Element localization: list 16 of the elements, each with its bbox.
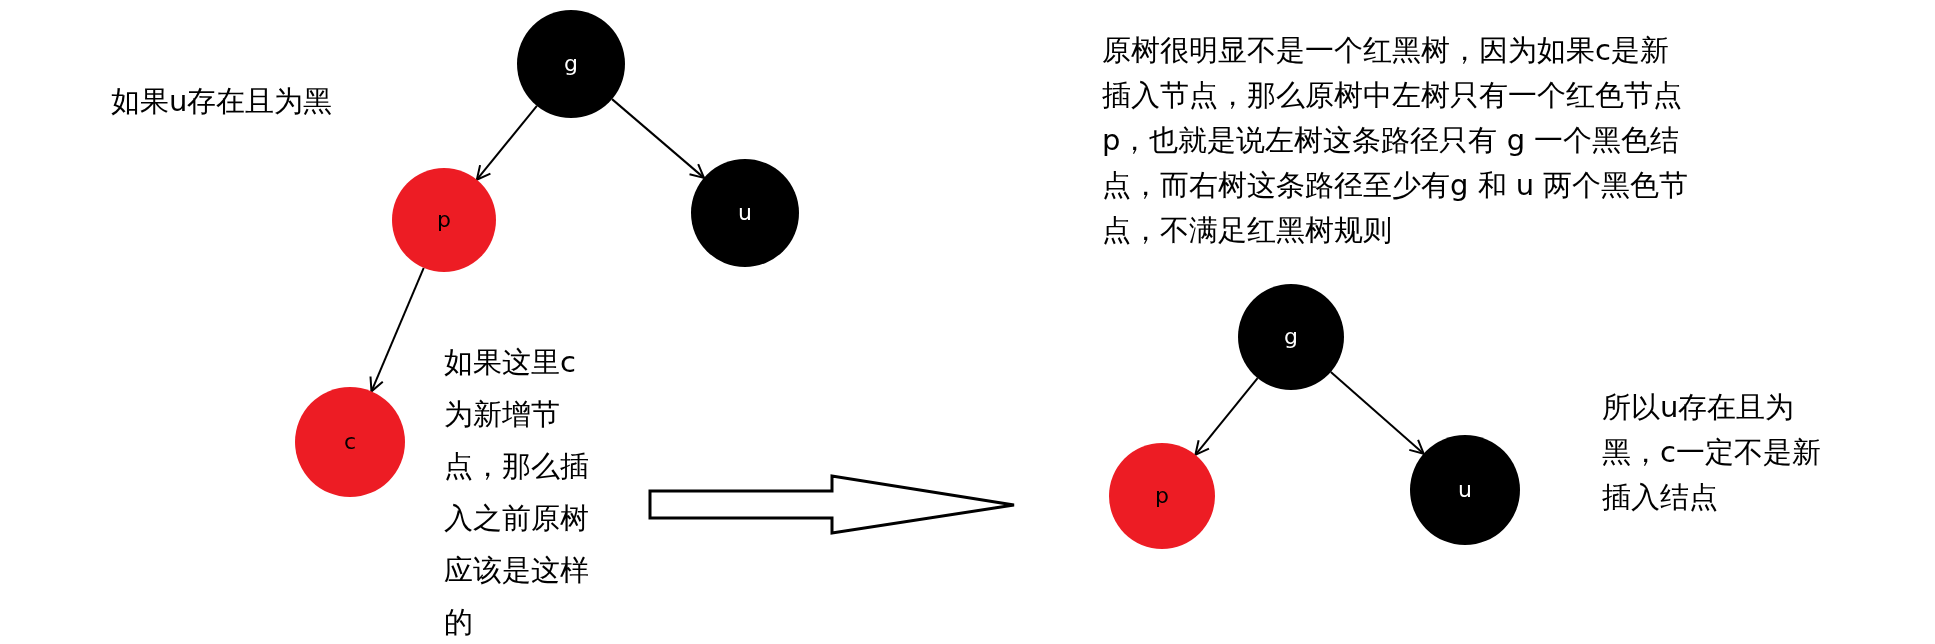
tree-node-circle: p xyxy=(392,168,496,272)
annotation-text: 如果这里c为新增节点，那么插入之前原树应该是这样的 xyxy=(444,344,590,641)
arrow xyxy=(475,104,538,181)
annotation-text: 所以u存在且为黑，c一定不是新插入结点 xyxy=(1602,389,1822,516)
tree-node-circle: c xyxy=(295,387,405,497)
tree-node-circle: g xyxy=(1238,284,1344,390)
arrow xyxy=(1329,371,1425,455)
tree-node-circle: u xyxy=(1410,435,1520,545)
annotation-text: 原树很明显不是一个红黑树，因为如果c是新插入节点，那么原树中左树只有一个红色节点p，也就是说左树这条路径只有 g 一个黑色结点，而右树这条路径至少有g 和 u 两个黑色节点，不满足红黑树规则 xyxy=(1102,32,1690,249)
tree-node-circle: g xyxy=(517,10,625,118)
arrow xyxy=(1194,377,1259,456)
tree-node-circle: u xyxy=(691,159,799,267)
arrow xyxy=(369,266,425,393)
annotation-text: 如果u存在且为黑 xyxy=(111,83,334,120)
arrow xyxy=(611,98,705,179)
tree-node-circle: p xyxy=(1109,443,1215,549)
